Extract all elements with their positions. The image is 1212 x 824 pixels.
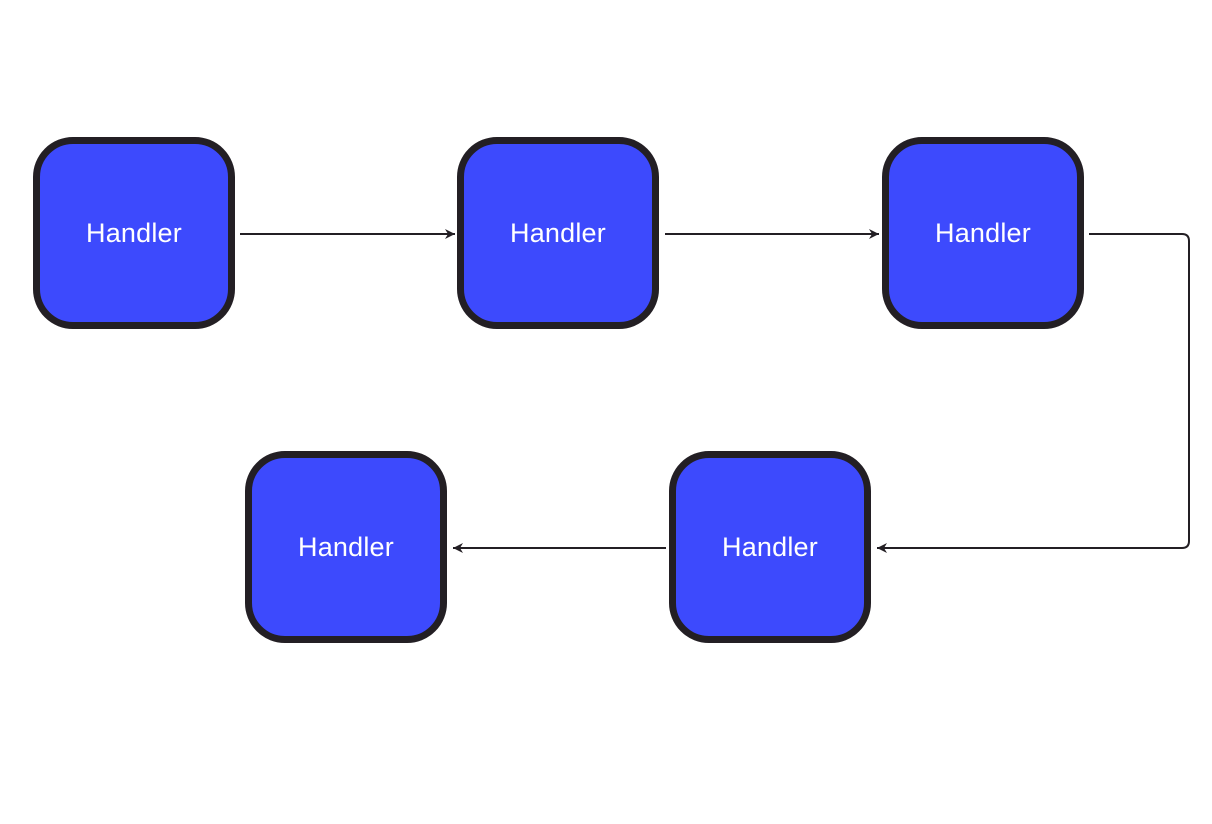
connector-n3-n4 (877, 233, 1190, 553)
handler-node-3-label: Handler (935, 217, 1031, 248)
handler-node-4[interactable]: Handler (669, 451, 871, 643)
handler-node-3[interactable]: Handler (882, 137, 1084, 329)
handler-node-5-label: Handler (298, 531, 394, 562)
handler-node-1[interactable]: Handler (33, 137, 235, 329)
handler-node-2[interactable]: Handler (457, 137, 659, 329)
handler-node-4-label: Handler (722, 531, 818, 562)
handler-node-5[interactable]: Handler (245, 451, 447, 643)
handler-node-2-label: Handler (510, 217, 606, 248)
handler-node-1-label: Handler (86, 217, 182, 248)
